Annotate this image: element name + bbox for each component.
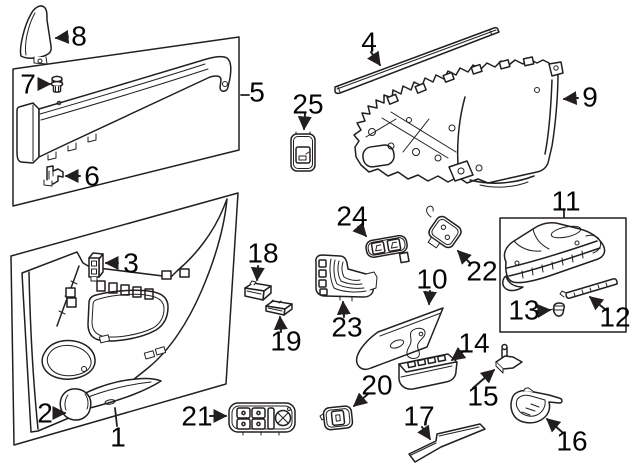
callout-21[interactable]: 21 (181, 401, 228, 432)
callout-10-arrow (422, 290, 437, 306)
callout-2-label[interactable]: 2 (37, 398, 53, 429)
callout-23-label[interactable]: 23 (331, 312, 362, 343)
callout-4[interactable]: 4 (361, 27, 381, 67)
callout-16-label[interactable]: 16 (556, 426, 587, 457)
group-box-upper-trim (12, 36, 240, 207)
callout-10-label[interactable]: 10 (416, 264, 447, 295)
callout-16[interactable]: 16 (545, 418, 588, 457)
part-7-fastener-grommet[interactable] (50, 75, 64, 93)
callout-19[interactable]: 19 (270, 315, 302, 357)
callout-9[interactable]: 9 (562, 82, 598, 113)
callout-12-arrow (588, 296, 607, 311)
group-box-door-panel (10, 192, 239, 446)
callout-11-label[interactable]: 11 (551, 186, 580, 217)
callout-4-arrow (367, 50, 381, 67)
callout-22-label[interactable]: 22 (466, 256, 497, 287)
callout-24[interactable]: 24 (336, 201, 368, 238)
callout-7-label[interactable]: 7 (20, 69, 36, 100)
part-19-reflector-lamp[interactable] (265, 299, 293, 316)
callout-18[interactable]: 18 (247, 238, 279, 282)
part-9-door-carrier-panel[interactable] (353, 56, 564, 188)
group-box-armrest (499, 217, 627, 333)
callout-6-label[interactable]: 6 (84, 161, 100, 192)
callout-13[interactable]: 13 (508, 295, 552, 326)
callouts: 1 2 3 4 5 6 7 8 (20, 21, 630, 457)
callout-10[interactable]: 10 (416, 264, 448, 306)
callout-16-arrow (545, 418, 563, 433)
part-1-door-trim-panel[interactable] (21, 198, 228, 433)
callout-14[interactable]: 14 (450, 328, 490, 361)
callout-9-arrow (562, 91, 579, 106)
part-23-seat-adjust-switch[interactable] (315, 254, 378, 302)
callout-1-line (114, 407, 118, 427)
callout-19-label[interactable]: 19 (270, 326, 301, 357)
part-8-mirror-triangle-cover[interactable] (19, 5, 52, 65)
part-21-window-switch-master[interactable] (228, 402, 296, 436)
part-10-switch-bezel-panel[interactable] (355, 307, 444, 370)
part-20-window-switch-single[interactable] (319, 405, 354, 431)
callout-24-label[interactable]: 24 (336, 201, 367, 232)
callout-18-label[interactable]: 18 (247, 238, 278, 269)
callout-3[interactable]: 3 (104, 248, 139, 279)
callout-13-arrow (536, 303, 552, 318)
callout-8-label[interactable]: 8 (71, 21, 87, 52)
part-11-armrest-pocket[interactable] (502, 222, 606, 292)
part-17-lower-trim-strip[interactable] (408, 423, 486, 463)
callout-15-arrow (472, 369, 496, 389)
callout-5[interactable]: 5 (240, 77, 265, 108)
callout-7[interactable]: 7 (20, 69, 52, 100)
callout-8-arrow (54, 29, 70, 44)
callout-5-label[interactable]: 5 (249, 77, 265, 108)
callout-25[interactable]: 25 (292, 89, 324, 131)
callout-17-label[interactable]: 17 (403, 401, 434, 432)
callout-22[interactable]: 22 (457, 250, 498, 287)
callout-17[interactable]: 17 (403, 401, 435, 441)
callout-23-arrow (336, 300, 351, 318)
part-12-trim-insert-strip[interactable] (559, 278, 618, 299)
callout-20-arrow (352, 392, 369, 407)
part-6-mounting-clip[interactable] (43, 165, 64, 187)
callout-6[interactable]: 6 (64, 161, 100, 192)
part-5-upper-trim-strip[interactable] (16, 55, 232, 164)
callout-22-arrow (457, 250, 472, 265)
part-24-seat-memory-switch[interactable] (365, 234, 410, 268)
callout-1-label[interactable]: 1 (110, 422, 126, 453)
part-18-courtesy-lamp[interactable] (244, 280, 272, 301)
part-2-armrest-grip-cover[interactable] (59, 388, 92, 421)
callout-14-arrow (450, 346, 467, 361)
part-15-handle-bracket[interactable] (495, 343, 523, 374)
callout-15[interactable]: 15 (467, 369, 499, 412)
part-14-pull-handle-tray[interactable] (398, 353, 458, 390)
callout-20-label[interactable]: 20 (361, 370, 392, 401)
callout-20[interactable]: 20 (352, 370, 393, 407)
callout-1[interactable]: 1 (110, 407, 126, 453)
callout-19-arrow (273, 315, 288, 333)
callout-18-arrow (250, 265, 265, 282)
callout-9-label[interactable]: 9 (582, 82, 598, 113)
callout-12[interactable]: 12 (588, 296, 631, 333)
part-4-belt-weatherstrip[interactable] (334, 26, 500, 95)
callout-23[interactable]: 23 (331, 300, 363, 343)
callout-8[interactable]: 8 (54, 21, 87, 52)
callout-4-label[interactable]: 4 (361, 27, 377, 58)
callout-15-label[interactable]: 15 (467, 381, 498, 412)
callout-25-label[interactable]: 25 (292, 89, 323, 120)
part-25-release-switch[interactable] (290, 131, 316, 172)
part-22-mirror-switch[interactable] (423, 205, 463, 255)
callout-14-label[interactable]: 14 (458, 328, 489, 359)
callout-17-arrow (417, 424, 431, 441)
callout-2[interactable]: 2 (37, 398, 67, 429)
callout-12-label[interactable]: 12 (599, 302, 630, 333)
part-16-inside-door-handle[interactable] (510, 387, 563, 424)
callout-24-arrow (352, 221, 367, 238)
callout-21-label[interactable]: 21 (181, 401, 212, 432)
part-3-trim-clip[interactable] (88, 252, 104, 282)
callout-13-label[interactable]: 13 (508, 295, 539, 326)
callout-11[interactable]: 11 (551, 186, 581, 218)
callout-3-label[interactable]: 3 (123, 248, 139, 279)
callout-25-arrow (297, 113, 312, 131)
part-13-fastener-clip[interactable] (549, 302, 565, 317)
